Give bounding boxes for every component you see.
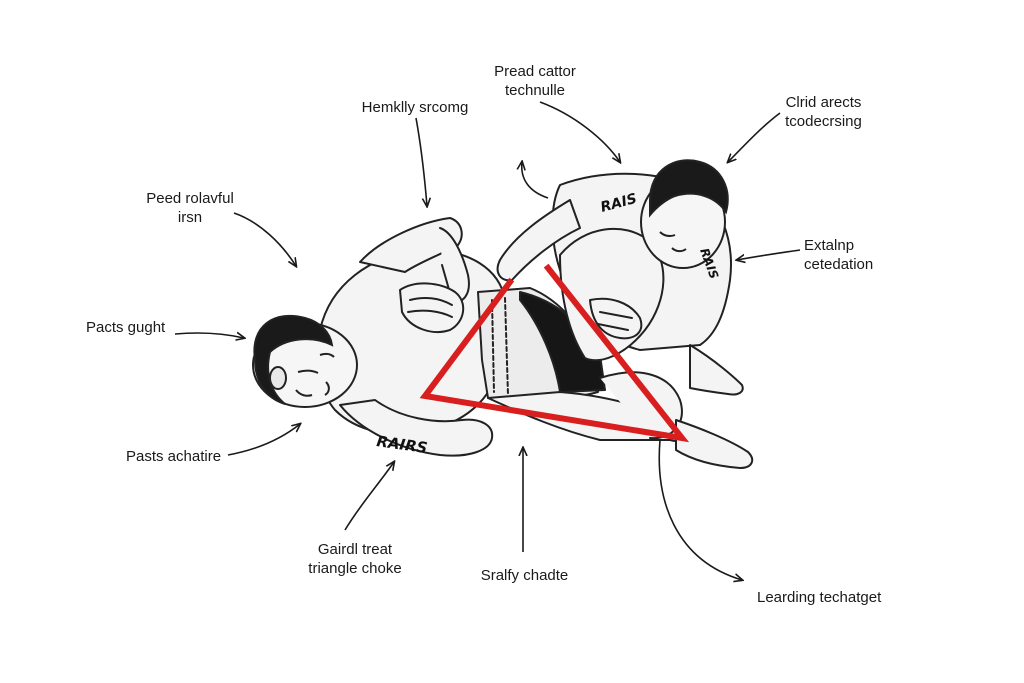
label-pasts-achatire: Pasts achatire (126, 448, 222, 465)
label-learding-techatget: Learding techatget (757, 589, 882, 606)
label-hemklly-srcomg: Hemklly srcomg (361, 99, 469, 116)
arrow-pacts-gught (174, 333, 244, 338)
arrow-clrid-arects (728, 112, 781, 162)
bottom-fighter-head (252, 314, 358, 408)
top-fighter-foot (689, 344, 744, 396)
label-peed-rolavful: Peed rolavful irsn (146, 190, 234, 226)
bottom-fighter-lower-arm (339, 399, 494, 457)
arrow-learding (658, 439, 742, 580)
top-fighter-arm (496, 199, 581, 282)
arrow-extalnp (737, 249, 801, 260)
label-pread-cattor: Pread cattor technulle (494, 63, 576, 99)
arrow-pread-cattor (539, 101, 620, 162)
annotation-arrows (174, 101, 801, 580)
arrow-peed-rolavful (233, 212, 296, 266)
arrow-top-curl (522, 162, 549, 199)
arrow-pasts-achatire (227, 424, 300, 456)
label-clrid-arects: Clrid arects tcodecrsing (785, 94, 862, 130)
label-gairdl-treat: Gairdl treat triangle choke (308, 541, 402, 577)
arrow-hemklly (415, 117, 427, 206)
label-sralfy-chadte: Sralfy chadte (480, 567, 569, 584)
arrow-gairdl-treat (344, 462, 394, 531)
bottom-fighter (316, 217, 686, 457)
bottom-fighter-hands (399, 282, 465, 333)
label-extalnp: Extalnp cetedation (804, 237, 874, 273)
top-fighter-head (640, 159, 729, 269)
label-pacts-gught: Pacts gught (86, 319, 166, 336)
bottom-fighter-upper-arm (359, 217, 463, 273)
triangle-choke-outline (419, 263, 690, 443)
